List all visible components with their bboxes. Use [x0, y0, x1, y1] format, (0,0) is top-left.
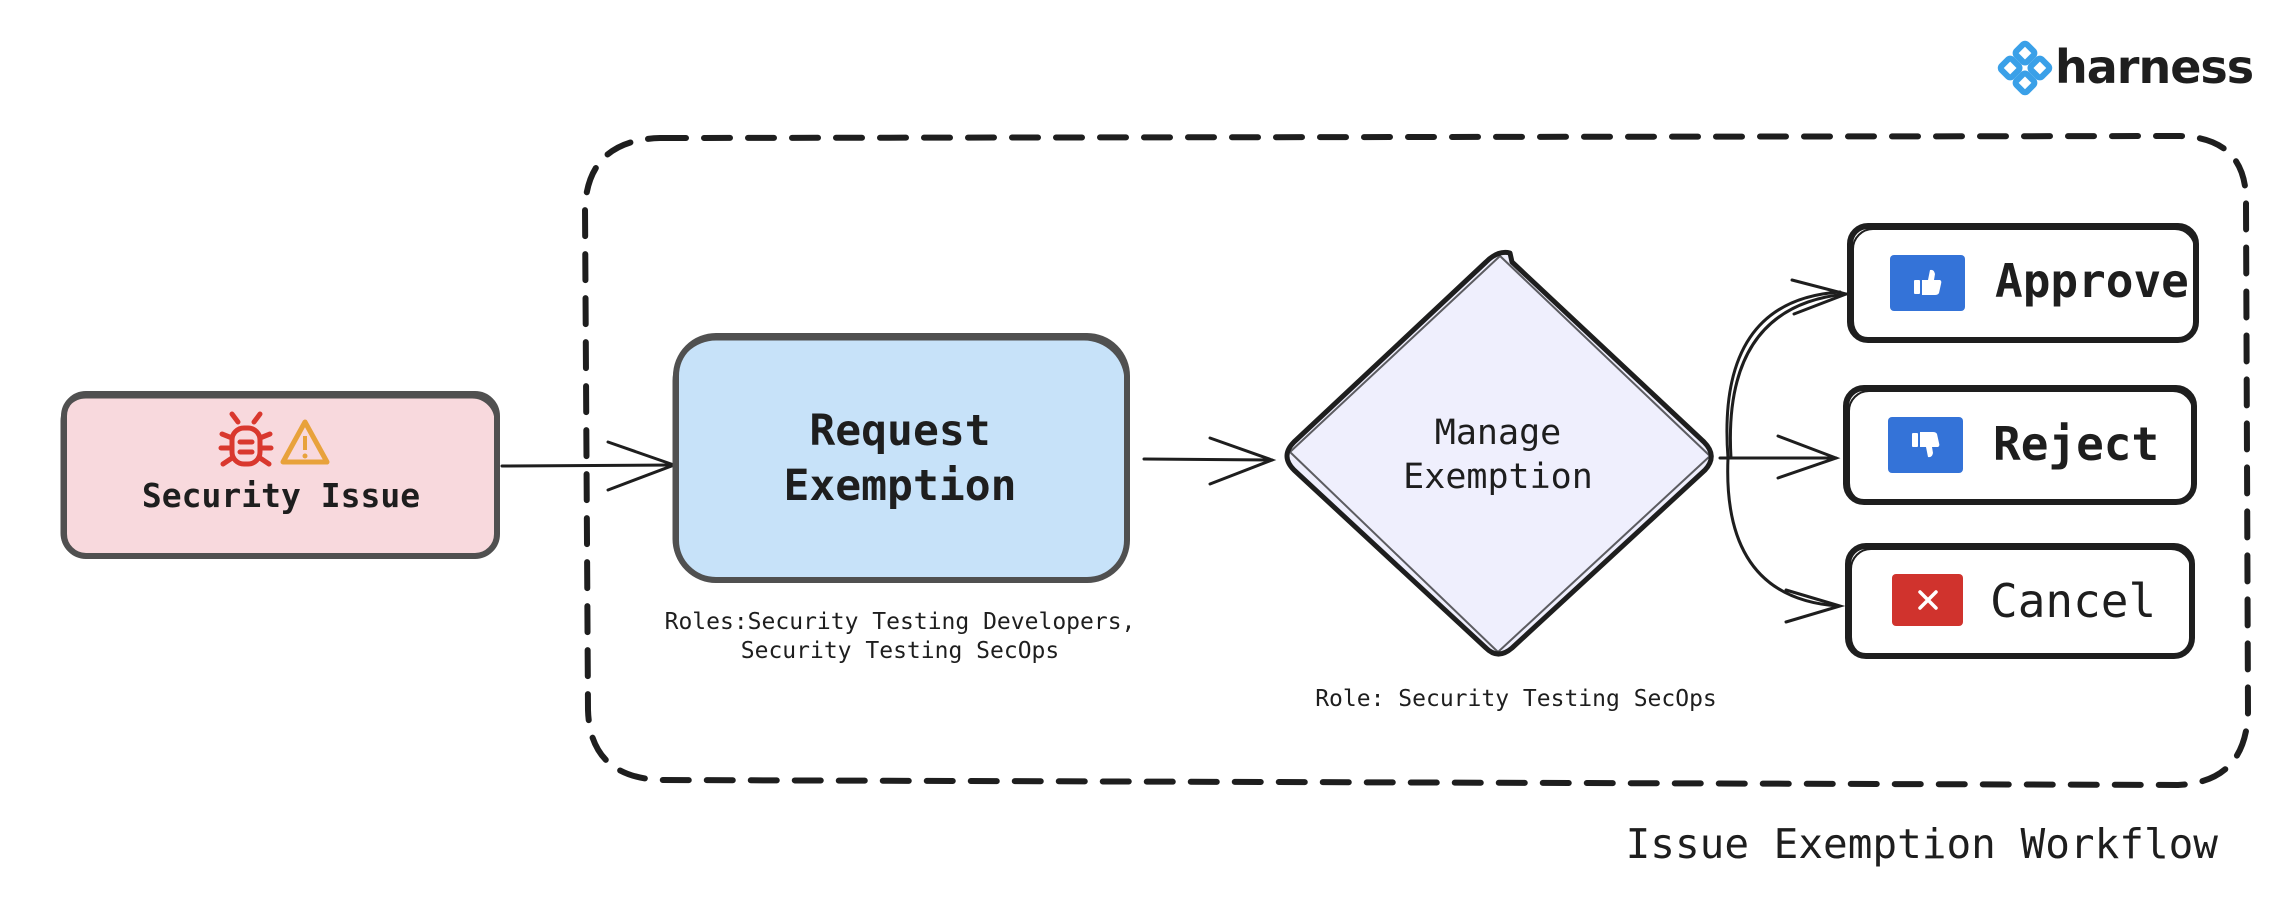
warning-icon — [280, 419, 330, 465]
cancel-outcome: Cancel — [1845, 543, 2195, 659]
workflow-title: Issue Exemption Workflow — [1626, 820, 2219, 868]
request-exemption-title-line1: Request — [809, 406, 990, 456]
security-issue-label: Security Issue — [142, 476, 420, 515]
workflow-boundary — [581, 132, 2252, 789]
arrow-request-to-manage — [1142, 436, 1277, 486]
manage-exemption-title-line2: Exemption — [1403, 457, 1593, 497]
arrow-manage-to-cancel — [1726, 456, 1846, 624]
request-exemption-node: Request Exemption — [672, 333, 1130, 583]
brand-name: harness — [2055, 40, 2253, 94]
arrow-manage-to-reject — [1718, 434, 1841, 480]
security-issue-node: Security Issue — [60, 391, 500, 559]
reject-outcome: Reject — [1843, 385, 2197, 505]
bug-icon — [218, 411, 274, 467]
harness-logo: harness — [1997, 40, 2254, 96]
request-exemption-roles-line2: Security Testing SecOps — [741, 638, 1060, 664]
manage-exemption-node: Manage Exemption — [1284, 249, 1714, 657]
approve-label: Approve — [1995, 254, 2189, 308]
cancel-label: Cancel — [1990, 574, 2156, 628]
request-exemption-title-line2: Exemption — [784, 461, 1017, 511]
request-exemption-roles-line1: Roles:Security Testing Developers, — [665, 609, 1136, 635]
manage-exemption-role: Role: Security Testing SecOps — [1315, 686, 1717, 712]
approve-outcome: Approve — [1847, 223, 2199, 343]
arrow-manage-to-approve — [1725, 278, 1851, 460]
manage-exemption-title-line1: Manage — [1435, 413, 1561, 453]
harness-logo-icon — [1997, 40, 2053, 96]
reject-label: Reject — [1993, 417, 2159, 471]
